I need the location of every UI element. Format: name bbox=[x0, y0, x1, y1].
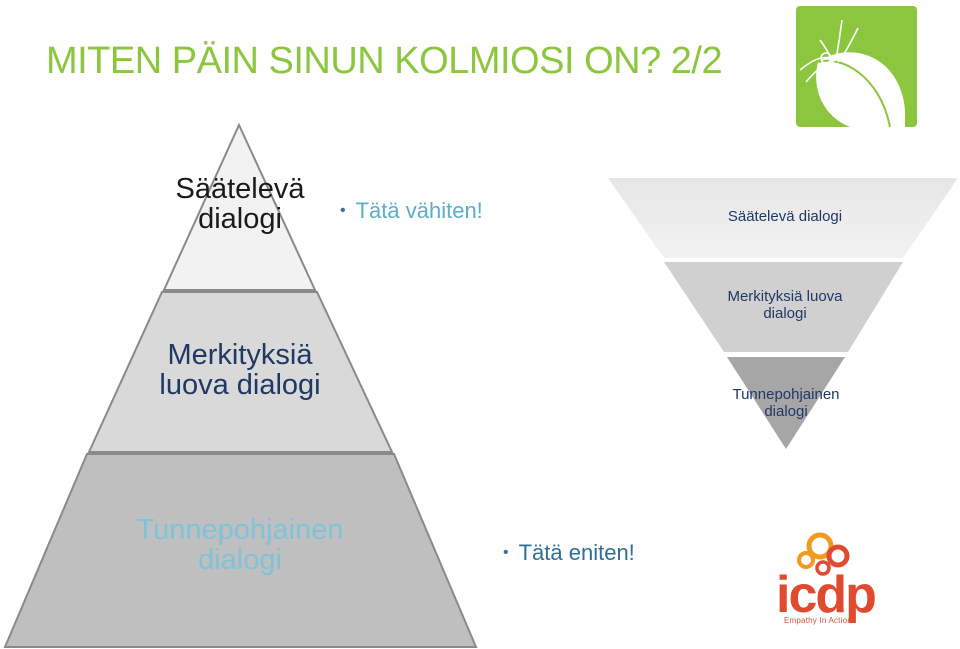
bullet-dot: • bbox=[340, 202, 346, 219]
icdp-wordmark: icdp bbox=[776, 566, 875, 624]
bullet-least: • Tätä vähiten! bbox=[340, 198, 483, 224]
inverted-top-label: Säätelevä dialogi bbox=[727, 208, 843, 225]
inverted-middle-layer bbox=[664, 262, 903, 352]
pyramid-middle-label: Merkityksiä luova dialogi bbox=[159, 339, 321, 402]
pyramid-top-layer bbox=[162, 122, 317, 291]
leaf-logo bbox=[796, 6, 917, 128]
inverted-middle-label: Merkityksiä luova dialogi bbox=[727, 288, 843, 322]
bullet-dot: • bbox=[503, 544, 509, 561]
pyramid-top-label: Säätelevä dialogi bbox=[175, 173, 305, 236]
bullet-most: • Tätä eniten! bbox=[503, 540, 635, 566]
inverted-bottom-label: Tunnepohjainen dialogi bbox=[732, 386, 840, 420]
pyramid-middle-layer bbox=[87, 291, 394, 453]
inverted-top-layer bbox=[608, 178, 958, 258]
pyramid bbox=[3, 122, 478, 648]
bullet-most-text: Tätä eniten! bbox=[518, 540, 635, 565]
icdp-logo: icdp bbox=[776, 532, 877, 624]
pyramid-bottom-label: Tunnepohjainen dialogi bbox=[136, 514, 344, 577]
pyramid-bottom-layer bbox=[3, 453, 478, 648]
inverted-triangle bbox=[608, 178, 958, 449]
icdp-tagline: Empathy In Action bbox=[784, 616, 852, 625]
bullet-least-text: Tätä vähiten! bbox=[355, 198, 483, 223]
inverted-bottom-layer bbox=[727, 357, 845, 449]
slide-title: MITEN PÄIN SINUN KOLMIOSI ON? 2/2 bbox=[46, 40, 723, 82]
